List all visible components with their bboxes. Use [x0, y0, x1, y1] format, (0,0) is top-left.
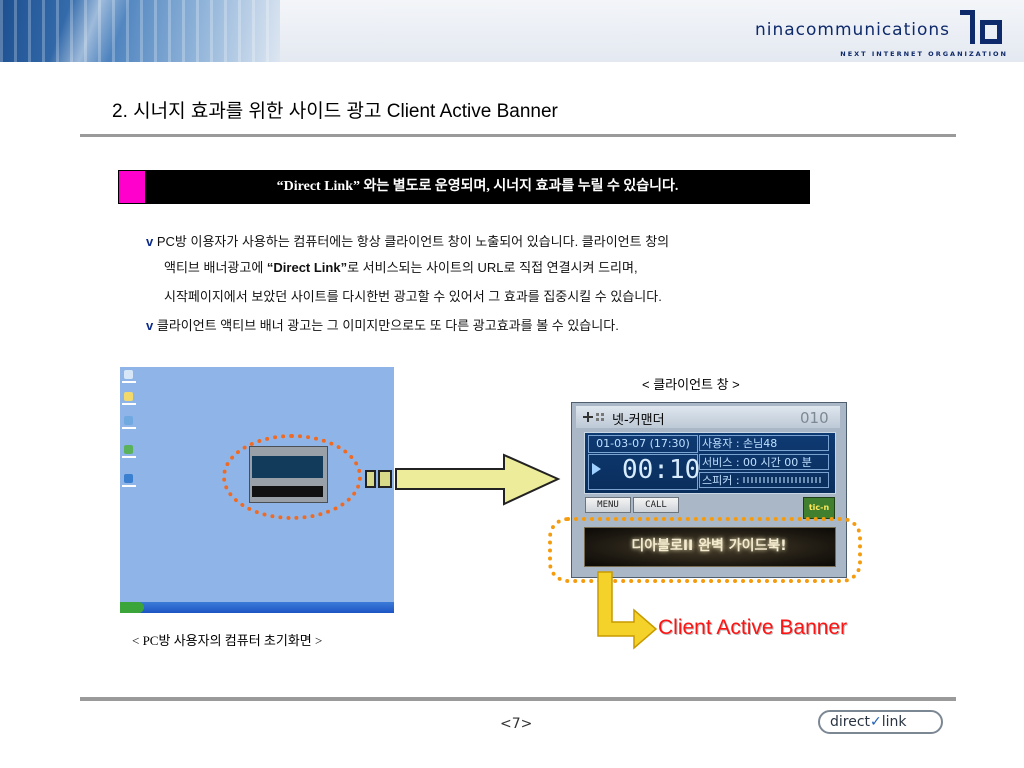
time-display: 00:10	[622, 455, 701, 485]
time-display-frame	[588, 454, 698, 490]
desktop-icon-label	[122, 427, 136, 429]
date-display: 01-03-07 (17:30)	[588, 435, 698, 453]
bullet-line-2: 액티브 배너광고에 “Direct Link”로 서비스되는 사이트의 URL로…	[164, 257, 638, 276]
speaker-display: 스피커 :	[699, 472, 829, 488]
start-button	[120, 602, 144, 613]
taskbar	[120, 602, 394, 613]
direct-link-quote: “Direct Link”	[266, 260, 348, 275]
check-icon: ✓	[870, 714, 882, 730]
banner-highlight	[548, 517, 862, 583]
client-ad-banner[interactable]	[584, 527, 836, 567]
desktop-icon-label	[122, 381, 136, 383]
arrow-down-right-icon	[597, 571, 658, 650]
page-title: 2. 시너지 효과를 위한 사이드 광고 Client Active Banne…	[112, 101, 558, 122]
call-button[interactable]: CALL	[633, 497, 679, 513]
footer-divider	[80, 697, 956, 701]
brand-button[interactable]: tic-n	[803, 497, 835, 519]
desktop-caption: < PC방 사용자의 컴퓨터 초기화면 >	[132, 633, 323, 648]
menu-button[interactable]: MENU	[585, 497, 631, 513]
desktop-icon	[124, 474, 133, 483]
banner-rest-text: 와는 별도로 운영되며, 시너지 효과를 누릴 수 있습니다.	[360, 179, 679, 194]
client-ad-banner-text: 디아블로II 완벽 가이드북!	[631, 538, 787, 554]
desktop-icon	[124, 392, 133, 401]
user-display: 사용자 : 손님48	[699, 435, 829, 451]
desktop-icon-label	[122, 456, 136, 458]
banner-quoted-text: “Direct Link”	[276, 179, 360, 194]
desktop-icon	[124, 416, 133, 425]
bullet-line-3: 시작페이지에서 보았던 사이트를 다시한번 광고할 수 있어서 그 효과를 집중…	[164, 289, 662, 304]
desktop-icon-label	[122, 485, 136, 487]
desktop-icon-label	[122, 403, 136, 405]
header-building-photo	[0, 0, 280, 62]
bullet-text: 로 서비스되는 사이트의 URL로 직접 연결시켜 드리며,	[347, 260, 638, 275]
client-titlebar	[576, 406, 840, 428]
play-icon[interactable]	[592, 463, 601, 475]
title-divider	[80, 134, 956, 137]
company-logo-text: ninacommunications	[754, 20, 950, 40]
drag-handle-icon	[583, 412, 604, 422]
bullet-line-1: v PC방 이용자가 사용하는 컴퓨터에는 항상 클라이언트 창이 노출되어 있…	[146, 231, 669, 250]
logo-left-text: direct	[830, 714, 871, 730]
direct-link-logo: direct✓link	[818, 710, 943, 734]
client-window-caption: < 클라이언트 창 >	[642, 377, 740, 392]
arrow-right-icon	[365, 453, 561, 506]
bullet-marker-icon: v	[146, 234, 154, 249]
headline-banner	[118, 170, 810, 204]
bullet-line-4: v 클라이언트 액티브 배너 광고는 그 이미지만으로도 또 다른 광고효과를 …	[146, 315, 619, 334]
desktop-icon	[124, 370, 133, 379]
client-active-banner-label: Client Active Banner	[658, 616, 848, 639]
logo-right-text: link	[881, 714, 907, 730]
speaker-volume-bar[interactable]	[743, 477, 823, 483]
banner-text: “Direct Link” 와는 별도로 운영되며, 시너지 효과를 누릴 수 …	[145, 170, 810, 204]
bullet-text: PC방 이용자가 사용하는 컴퓨터에는 항상 클라이언트 창이 노출되어 있습니…	[156, 234, 670, 249]
bullet-marker-icon: v	[146, 318, 154, 333]
bullet-text: 클라이언트 액티브 배너 광고는 그 이미지만으로도 또 다른 광고효과를 볼 …	[156, 318, 619, 333]
service-display: 서비스 : 00 시간 00 분	[699, 454, 829, 470]
bullet-text: 액티브 배너광고에	[164, 260, 267, 275]
client-screen	[584, 432, 836, 494]
company-logo-subtitle: NEXT INTERNET ORGANIZATION	[840, 50, 1008, 58]
highlight-ellipse	[222, 434, 362, 520]
banner-accent	[119, 171, 145, 203]
company-logo-mark-icon	[960, 10, 1002, 44]
client-counter: 010	[800, 409, 829, 427]
desktop-icon	[124, 445, 133, 454]
page-number: <7>	[500, 716, 533, 732]
client-window-title: 넷-커맨더	[612, 413, 665, 428]
